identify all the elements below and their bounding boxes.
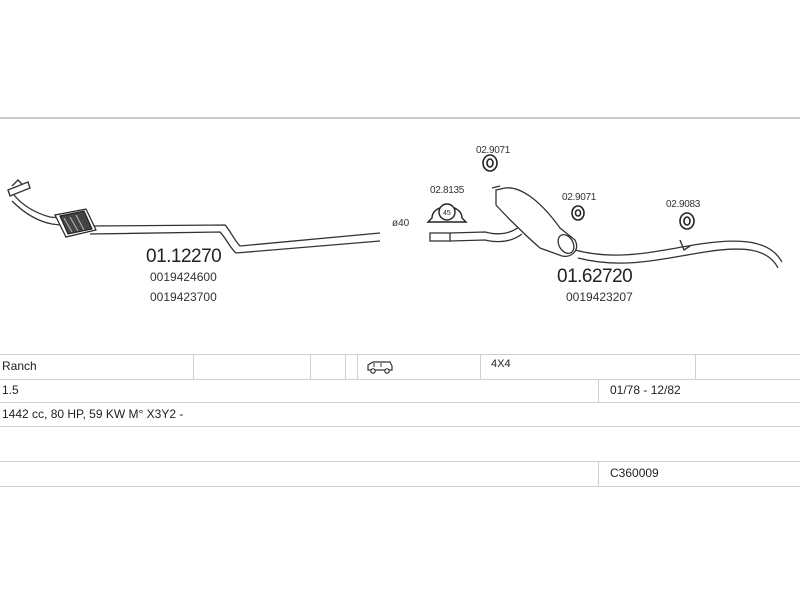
table-row: Ranch 4X4 — [0, 354, 800, 380]
clamp-part-number: 02.8135 — [430, 185, 465, 196]
clamp-icon — [426, 203, 468, 223]
engine-spec: 1442 cc, 80 HP, 59 KW M° X3Y2 - — [2, 407, 184, 421]
table-row: 1442 cc, 80 HP, 59 KW M° X3Y2 - — [0, 403, 800, 427]
pipe-joint — [429, 225, 523, 243]
table-row — [0, 427, 800, 462]
front-pipe-oem-number-2: 0019423700 — [150, 290, 217, 304]
front-flange-icon — [7, 179, 31, 197]
rubber-mount-3-part-number: 02.9083 — [666, 199, 701, 210]
catalyst-body[interactable] — [54, 208, 97, 238]
rubber-mount-1-part-number: 02.9071 — [476, 145, 511, 156]
production-period: 01/78 - 12/82 — [610, 383, 681, 397]
rear-silencer-oem-number: 0019423207 — [566, 290, 633, 304]
engine-size: 1.5 — [2, 383, 19, 397]
hanger-bracket-icon — [679, 239, 691, 252]
pipe-diameter-label: ø40 — [392, 218, 410, 229]
van-icon — [367, 361, 393, 374]
body-type: Ranch — [2, 359, 37, 373]
rubber-mount-icon — [679, 212, 695, 230]
table-row: C360009 — [0, 462, 800, 487]
rear-silencer-part-number: 01.62720 — [557, 266, 633, 287]
exhaust-diagram: 45 — [7, 154, 783, 269]
clamp-icon-text: 45 — [443, 210, 451, 217]
rubber-mount-icon — [482, 154, 498, 172]
front-pipe-oem-number-1: 0019424600 — [150, 270, 217, 284]
catalog-code: C360009 — [610, 466, 659, 480]
top-frame-line — [0, 117, 800, 119]
rubber-mount-icon — [571, 205, 585, 221]
front-pipe[interactable] — [11, 194, 381, 254]
drive-type: 4X4 — [491, 358, 511, 370]
rubber-mount-2-part-number: 02.9071 — [562, 192, 597, 203]
tail-pipe[interactable] — [574, 240, 783, 269]
front-pipe-part-number: 01.12270 — [146, 246, 222, 267]
table-row: 1.5 01/78 - 12/82 — [0, 379, 800, 403]
rear-silencer-body[interactable] — [491, 185, 578, 257]
